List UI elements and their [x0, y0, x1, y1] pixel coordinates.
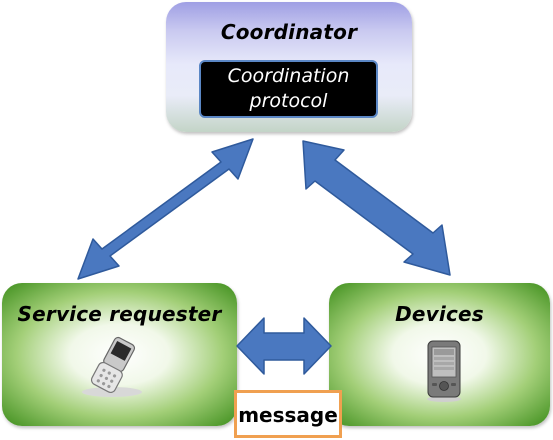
pda-device-icon [427, 340, 461, 402]
coordinator-title: Coordinator [220, 20, 358, 44]
service-requester-node: Service requester [2, 283, 237, 426]
mobile-phone-icon [82, 336, 142, 397]
message-box: message [234, 390, 342, 438]
arrow-coordinator-devices [302, 140, 451, 276]
devices-title: Devices [395, 302, 484, 326]
protocol-label-line2: protocol [249, 90, 328, 112]
arrow-requester-devices [236, 317, 332, 375]
coordination-protocol-box: Coordination protocol [199, 60, 378, 118]
message-label: message [238, 403, 338, 427]
service-requester-title: Service requester [17, 302, 222, 326]
arrow-coordinator-requester [77, 138, 254, 280]
protocol-label-line1: Coordination [227, 65, 350, 87]
